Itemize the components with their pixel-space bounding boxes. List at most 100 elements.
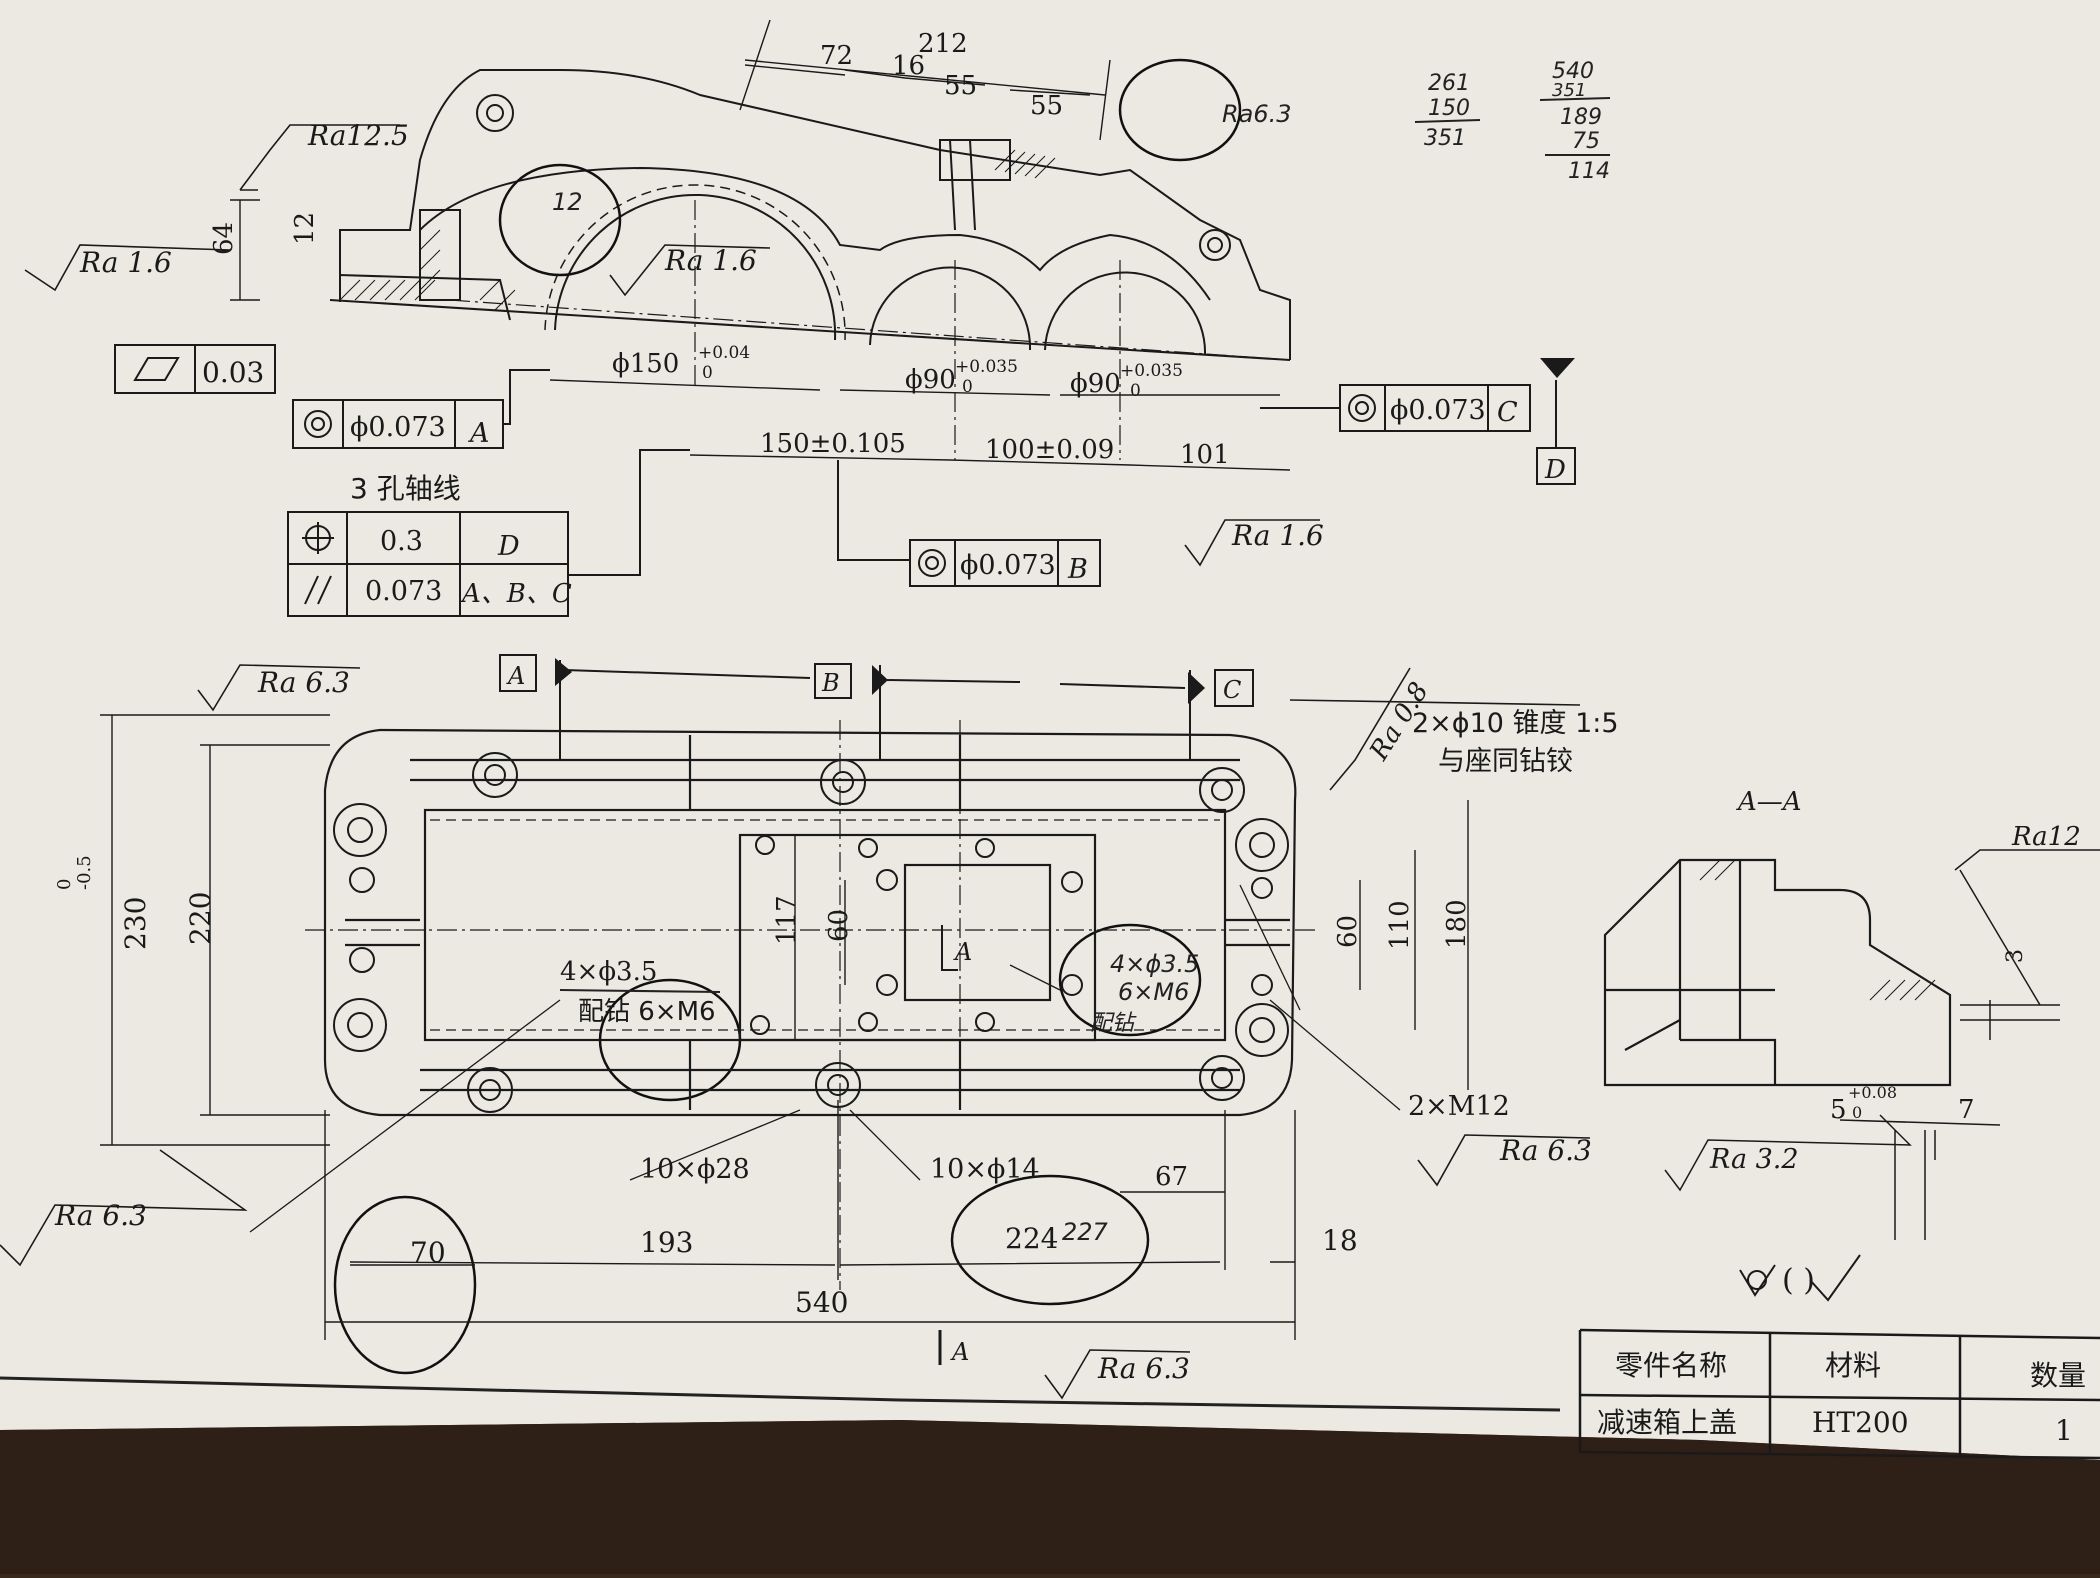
dim-phi90a: ϕ90 [905, 365, 956, 395]
ra-6-3-top: Ra 6.3 [257, 666, 350, 699]
hand-227: 227 [1062, 1218, 1109, 1246]
dim-16: 16 [892, 51, 925, 81]
dim-110: 110 [1385, 900, 1415, 950]
position-value: 0.3 [380, 526, 423, 557]
position-datum: D [497, 531, 520, 562]
dim-phi150: ϕ150 [612, 349, 679, 379]
calc-r3: 189 [1560, 105, 1602, 130]
dim-phi90b-tol-up: +0.035 [1120, 361, 1183, 381]
dim-212: 212 [918, 29, 968, 59]
coax-C-datum: C [1497, 397, 1518, 428]
calc-l1: 261 [1428, 71, 1470, 96]
flatness-value: 0.03 [202, 356, 264, 389]
coax-A-value: ϕ0.073 [350, 412, 446, 443]
dim-540: 540 [795, 1286, 848, 1319]
datum-D: D [1544, 455, 1566, 485]
tb-qty: 1 [2055, 1414, 2073, 1447]
section-mark: A [950, 1338, 969, 1366]
top-dimension-lines [230, 19, 1291, 471]
paper-sheet [0, 0, 2100, 1460]
ra-1-6-mid: Ra 1.6 [664, 244, 757, 277]
dim-phi150-tol-lo: 0 [702, 363, 713, 383]
datum-A-triangle [555, 658, 572, 686]
border-line [0, 1376, 1561, 1412]
dim-phi90b: ϕ90 [1070, 369, 1121, 399]
parallel-datums: A、B、C [460, 579, 572, 609]
ra-1-6-left: Ra 1.6 [79, 246, 172, 279]
tb-header-qty: 数量 [2030, 1359, 2086, 1392]
coax-frame-C [1260, 384, 1531, 432]
datum-A: A [506, 662, 525, 690]
dim-230-tol-up: 0 [54, 879, 75, 890]
calc-r2: 351 [1552, 80, 1586, 101]
coax-C-value: ϕ0.073 [1390, 395, 1486, 426]
axis-note: 3 孔轴线 [350, 472, 461, 505]
ra-12-section: Ra12 [2011, 822, 2081, 852]
coax-B-datum: B [1067, 554, 1088, 585]
roughness-symbols-plan [0, 664, 1591, 1400]
section-title: A—A [1736, 787, 1802, 817]
datum-D-frame [1536, 380, 1576, 485]
dim-7: 7 [1958, 1095, 1975, 1125]
note-phi28: 10×ϕ28 [640, 1154, 750, 1185]
handwritten-calc: 261 150 351 540 351 189 75 114 [1414, 59, 1611, 184]
dim-18: 18 [1322, 1224, 1358, 1257]
dim-70: 70 [410, 1236, 446, 1269]
parallel-value: 0.073 [365, 576, 442, 607]
ra-6-3-bottom: Ra 6.3 [1097, 1352, 1190, 1385]
view-A-marker [941, 925, 958, 971]
calc-r5: 114 [1568, 159, 1610, 184]
tb-part-name: 减速箱上盖 [1597, 1406, 1737, 1439]
coax-A-datum: A [467, 418, 490, 449]
hand-note-l2: 6×M6 [1118, 978, 1189, 1006]
plan-dimension-lines [100, 714, 1469, 1340]
section-dims [1664, 849, 2100, 1240]
dim-phi150-tol-up: +0.04 [698, 343, 750, 363]
dim-101: 101 [1180, 440, 1230, 470]
hatching [339, 149, 1056, 311]
note-peizhen: 配钻 6×M6 [578, 997, 716, 1027]
dim-220: 220 [184, 892, 217, 945]
roughness-symbols-top [24, 124, 1320, 567]
tb-material: HT200 [1812, 1406, 1909, 1439]
dim-117: 117 [772, 895, 802, 945]
hole-note-line2: 与座同钻铰 [1438, 746, 1573, 777]
dim-phi90b-tol-lo: 0 [1130, 381, 1141, 401]
dim-55b: 55 [1030, 91, 1063, 121]
dim-193: 193 [640, 1226, 693, 1259]
dim-224: 224 [1005, 1222, 1058, 1255]
title-block [1578, 1328, 2100, 1460]
datum-B-triangle [872, 665, 888, 695]
plan-holes [333, 752, 1289, 1113]
dim-230-tol-lo: -0.5 [74, 855, 95, 890]
ra-6-3-right: Ra 6.3 [1499, 1134, 1592, 1167]
hand-note-l3: 配钻 [1090, 1011, 1137, 1036]
dim-72: 72 [820, 41, 853, 71]
ra-3-2: Ra 3.2 [1709, 1144, 1799, 1175]
dim-5-tol-up: +0.08 [1848, 1083, 1897, 1102]
calc-r4: 75 [1572, 129, 1600, 154]
strike-line [559, 989, 721, 993]
dim-12: 12 [290, 212, 320, 245]
dim-60a: 60 [824, 909, 854, 942]
datum-D-triangle [1540, 358, 1575, 378]
hole-note-line1: 2×ϕ10 锥度 1:5 [1412, 708, 1619, 739]
coax-B-value: ϕ0.073 [960, 550, 1056, 581]
dim-5-tol-lo: 0 [1852, 1103, 1862, 1122]
plan-centerlines [305, 720, 1320, 1290]
datum-B: B [821, 669, 840, 697]
ra-12-5: Ra12.5 [307, 119, 409, 152]
position-parallel-frame [287, 449, 690, 617]
calc-l3: 351 [1424, 126, 1466, 151]
dim-phi90a-tol-up: +0.035 [955, 357, 1018, 377]
ra-6-3-left: Ra 6.3 [54, 1199, 147, 1232]
section-hatching [1699, 859, 1936, 1001]
dim-60b: 60 [1333, 915, 1363, 948]
dim-3: 3 [2003, 949, 2028, 963]
coax-frame-B [837, 460, 1101, 587]
note-phi14: 10×ϕ14 [930, 1154, 1040, 1185]
note-m12: 2×M12 [1408, 1091, 1510, 1122]
dim-phi90a-tol-lo: 0 [962, 377, 973, 397]
